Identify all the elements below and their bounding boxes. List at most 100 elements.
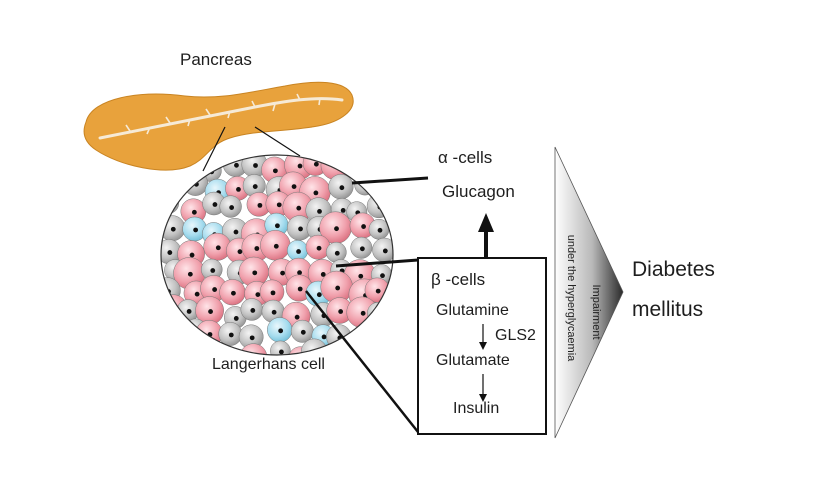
nucleus (212, 287, 218, 292)
nucleus (339, 185, 345, 191)
beta-cell (246, 192, 272, 217)
zoom-line-left (202, 126, 226, 172)
beta-cell (203, 232, 232, 261)
nucleus (255, 292, 261, 298)
beta-pointer-line-lower (305, 290, 419, 433)
pancreatic-duct-branches (125, 93, 321, 135)
nucleus (297, 270, 302, 276)
nucleus (338, 309, 344, 314)
nucleus (208, 309, 213, 314)
nucleus (380, 273, 385, 279)
nucleus (194, 291, 200, 297)
beta-cell (195, 319, 223, 348)
beta-pointer-line (335, 258, 419, 268)
nucleus (167, 201, 173, 207)
beta-cell (180, 198, 207, 225)
nucleus (189, 252, 195, 258)
nucleus (375, 288, 381, 294)
nucleus (321, 334, 327, 340)
alpha-cell (201, 258, 223, 281)
pancreatic-duct (98, 97, 344, 140)
nucleus (254, 246, 260, 251)
pancreas-label: Pancreas (180, 50, 252, 69)
nucleus (334, 226, 339, 232)
pancreas-shape (83, 81, 354, 171)
nucleus (382, 248, 388, 254)
beta-cell (260, 230, 291, 261)
beta-cell (320, 270, 353, 304)
nucleus (191, 209, 197, 215)
nucleus (294, 314, 300, 320)
glutamate-label: Glutamate (436, 352, 510, 369)
alpha-cell (286, 215, 313, 241)
nucleus (298, 226, 303, 232)
nucleus (313, 190, 319, 196)
beta-cell (261, 156, 288, 184)
nucleus (335, 285, 341, 291)
nucleus (170, 226, 176, 232)
insulin-label: Insulin (453, 400, 500, 417)
glutamine-label: Glutamine (436, 302, 509, 319)
zoom-line-right (254, 126, 301, 157)
nucleus (233, 316, 239, 321)
nucleus (187, 271, 193, 277)
diabetes-label-line1: Diabetes (632, 258, 715, 281)
nucleus (250, 308, 256, 313)
nucleus (272, 168, 278, 174)
alpha-cell (354, 173, 376, 196)
langerhans-cell-label: Langerhans cell (212, 356, 325, 373)
nucleus (215, 245, 221, 251)
delta-cell (182, 216, 207, 242)
nucleus (312, 350, 318, 355)
nucleus (279, 349, 284, 355)
beta-cell (305, 234, 331, 260)
nucleus (297, 163, 303, 169)
nucleus (212, 202, 218, 207)
beta-cell (326, 297, 353, 324)
nucleus (317, 208, 322, 214)
glucagon-label: Glucagon (442, 182, 515, 201)
nucleus (363, 183, 369, 189)
alpha-cell (367, 302, 389, 324)
alpha-cell (290, 319, 314, 343)
nucleus (313, 161, 319, 167)
alpha-cell (326, 324, 352, 350)
nucleus (186, 309, 192, 314)
nucleus (270, 290, 276, 296)
nucleus (171, 308, 177, 313)
nucleus (275, 223, 280, 229)
nucleus (257, 202, 263, 208)
alpha-cells-label: α -cells (438, 148, 493, 167)
nucleus (228, 332, 234, 338)
alpha-cell (325, 241, 347, 263)
alpha-cell (240, 298, 264, 321)
nucleus (229, 205, 235, 210)
down-arrow-2-head (479, 394, 487, 402)
nucleus (276, 202, 282, 208)
nucleus (291, 184, 297, 189)
beta-cells-label: β -cells (431, 270, 486, 289)
nucleus (236, 187, 241, 192)
down-arrow-1-head (479, 342, 487, 350)
impairment-arrow (554, 146, 624, 439)
nucleus (377, 227, 383, 233)
nucleus (359, 246, 365, 252)
alpha-cell (218, 322, 243, 346)
nucleus (361, 224, 366, 229)
nucleus (252, 270, 258, 276)
up-arrow-head (478, 213, 494, 232)
nucleus (296, 249, 301, 254)
alpha-cell (242, 174, 266, 198)
gls2-label: GLS2 (495, 327, 536, 344)
nucleus (234, 162, 239, 168)
alpha-cell (161, 193, 179, 214)
beta-cell (259, 279, 285, 305)
nucleus (296, 205, 302, 211)
impairment-label: Impairment (590, 284, 602, 340)
delta-cell (286, 239, 309, 262)
alpha-cell (202, 191, 226, 216)
alpha-cell (238, 324, 264, 350)
beta-cell (239, 343, 268, 355)
nucleus (253, 163, 258, 168)
nucleus (340, 207, 346, 213)
